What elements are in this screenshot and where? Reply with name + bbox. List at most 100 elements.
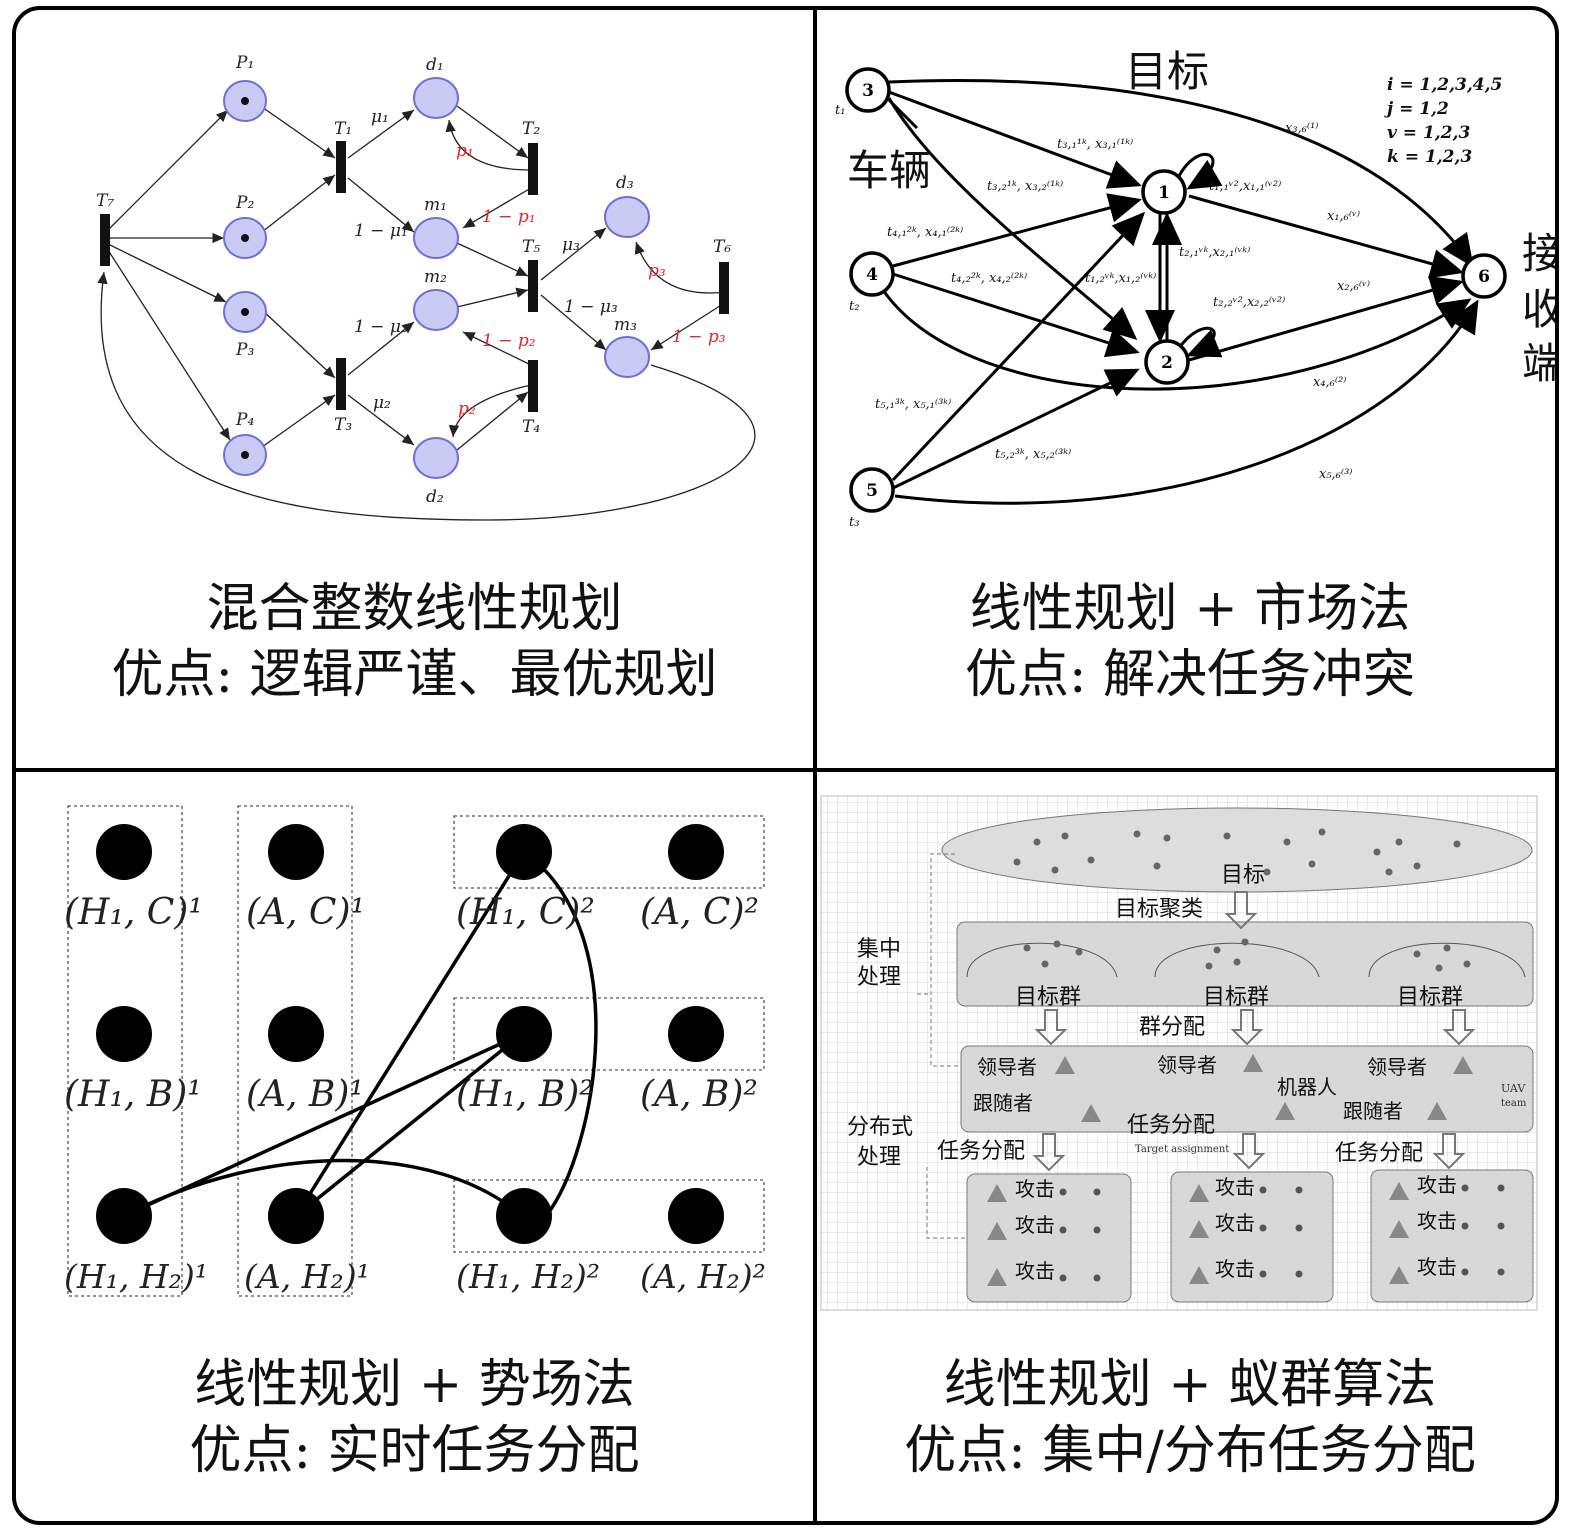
edge-2-6: x₂,₆⁽ᵛ⁾ bbox=[1337, 279, 1370, 294]
label-1-p3: 1 − p₃ bbox=[672, 327, 726, 347]
label-1-p2: 1 − p₂ bbox=[482, 331, 536, 351]
node-1-label: 1 bbox=[1158, 183, 1170, 203]
label-p3: P₃ bbox=[235, 340, 254, 360]
label-p1: P₁ bbox=[235, 53, 254, 73]
target-text: 目标 bbox=[1221, 863, 1265, 888]
t1-label: t₁ bbox=[835, 103, 845, 118]
receiver-label-3: 端 bbox=[1522, 339, 1559, 388]
task-alloc-center: 任务分配 bbox=[1127, 1113, 1215, 1138]
transition-t7 bbox=[100, 214, 110, 266]
distributed-1: 分布式 bbox=[847, 1115, 913, 1140]
label-h1h2-1: (H₁, H₂)¹ bbox=[64, 1257, 208, 1296]
node-h1h2-2 bbox=[496, 1188, 552, 1244]
task-alloc-right: 任务分配 bbox=[1335, 1141, 1423, 1166]
j-set: j = 1,2 bbox=[1384, 99, 1449, 119]
edge-2-1: t₂,₁ᵛᵏ,x₂,₁⁽ᵛᵏ⁾ bbox=[1179, 245, 1250, 260]
label-1-p1: 1 − p₁ bbox=[482, 207, 536, 227]
k-set: k = 1,2,3 bbox=[1387, 147, 1472, 167]
label-h1b-2: (H₁, B)² bbox=[456, 1074, 594, 1115]
edge-3-1: t₃,₁¹ᵏ, x₃,₁⁽¹ᵏ⁾ bbox=[1057, 137, 1133, 152]
task-alloc-left: 任务分配 bbox=[937, 1139, 1025, 1164]
place-m2 bbox=[413, 289, 459, 331]
edge-1-6: x₁,₆⁽ᵛ⁾ bbox=[1327, 209, 1360, 224]
label-1-mu1: 1 − μ₁ bbox=[354, 221, 408, 241]
leader-1: 领导者 bbox=[977, 1055, 1037, 1079]
edge-5-6: x₅,₆⁽³⁾ bbox=[1319, 467, 1352, 482]
node-6 bbox=[1461, 253, 1507, 299]
caption-advantage: 优点: 实时任务分配 bbox=[189, 1421, 640, 1481]
target-assignment-text: Target assignment bbox=[1135, 1144, 1229, 1155]
transition-t6 bbox=[719, 262, 729, 314]
leader-2: 领导者 bbox=[1157, 1053, 1217, 1077]
label-d2: d₂ bbox=[426, 487, 444, 507]
v-set: v = 1,2,3 bbox=[1387, 123, 1470, 143]
attack-3-3: 攻击 bbox=[1417, 1255, 1457, 1279]
label-mu2: μ₂ bbox=[373, 393, 391, 413]
label-p1-red: p₁ bbox=[456, 141, 474, 161]
target-label: 目标 bbox=[1125, 47, 1209, 96]
node-ac-2 bbox=[668, 824, 724, 880]
t2-label: t₂ bbox=[849, 299, 859, 314]
caption-top-right: 线性规划 + 市场法 优点: 解决任务冲突 bbox=[817, 576, 1555, 708]
label-d1: d₁ bbox=[426, 55, 444, 75]
i-set: i = 1,2,3,4,5 bbox=[1387, 75, 1502, 95]
edge-4-2: t₄,₂²ᵏ, x₄,₂⁽²ᵏ⁾ bbox=[951, 271, 1027, 286]
node-h1c-2 bbox=[496, 824, 552, 880]
node-4 bbox=[849, 251, 895, 297]
receiver-label-2: 收 bbox=[1522, 285, 1559, 334]
node-ab-1 bbox=[268, 1006, 324, 1062]
label-1-mu3: 1 − μ₃ bbox=[564, 297, 618, 317]
group-alloc-text: 群分配 bbox=[1139, 1015, 1205, 1040]
edge-3-6: x₃,₆⁽¹⁾ bbox=[1285, 121, 1318, 136]
node-h1b-1 bbox=[96, 1006, 152, 1062]
attack-2-3: 攻击 bbox=[1215, 1257, 1255, 1281]
label-h1h2-2: (H₁, H₂)² bbox=[456, 1257, 600, 1296]
node-5 bbox=[849, 467, 895, 513]
label-h1c-1: (H₁, C)¹ bbox=[64, 892, 203, 933]
label-p2: P₂ bbox=[235, 193, 254, 213]
label-t1: T₁ bbox=[334, 119, 352, 139]
place-d3 bbox=[604, 196, 650, 238]
attack-1-3: 攻击 bbox=[1015, 1259, 1055, 1283]
attack-2-2: 攻击 bbox=[1215, 1211, 1255, 1235]
figure-frame: P₁ P₂ P₃ P₄ T₇ T₁ T₃ T₂ T₅ T₄ T₆ d₁ m₁ m… bbox=[12, 6, 1559, 1525]
distributed-2: 处理 bbox=[857, 1145, 901, 1170]
edge-5-1: t₅,₁³ᵏ, x₅,₁⁽³ᵏ⁾ bbox=[875, 397, 951, 412]
ant-colony-diagram: 目标 目标聚类 目标群 目标群 目标群 群分配 集中 处理 bbox=[820, 795, 1538, 1311]
robot-text: 机器人 bbox=[1277, 1075, 1337, 1099]
label-mu3: μ₃ bbox=[562, 235, 580, 255]
label-ac-1: (A, C)¹ bbox=[246, 892, 365, 933]
attack-1-1: 攻击 bbox=[1015, 1177, 1055, 1201]
label-ac-2: (A, C)² bbox=[640, 892, 759, 933]
place-d2 bbox=[413, 437, 459, 479]
transition-t4 bbox=[528, 360, 538, 412]
node-3 bbox=[845, 67, 891, 113]
node-h1h2-1 bbox=[96, 1188, 152, 1244]
caption-top-left: 混合整数线性规划 优点: 逻辑严谨、最优规划 bbox=[16, 576, 813, 708]
transition-t3 bbox=[336, 358, 346, 410]
label-t7: T₇ bbox=[96, 191, 114, 211]
label-t5: T₅ bbox=[522, 237, 540, 257]
follower-1: 跟随者 bbox=[973, 1091, 1033, 1115]
label-mu1: μ₁ bbox=[371, 107, 389, 127]
caption-bottom-left: 线性规划 + 势场法 优点: 实时任务分配 bbox=[16, 1352, 813, 1484]
label-ah2-1: (A, H₂)¹ bbox=[244, 1257, 370, 1296]
uav-team-text: UAV bbox=[1501, 1082, 1526, 1095]
target-group-3: 目标群 bbox=[1397, 985, 1463, 1010]
node-ah2-2 bbox=[668, 1188, 724, 1244]
vehicle-label: 车辆 bbox=[847, 146, 931, 195]
edge-1-1: t₁,₁ᵛ²,x₁,₁⁽ᵛ²⁾ bbox=[1209, 179, 1281, 194]
node-2-label: 2 bbox=[1161, 353, 1173, 373]
cluster-text: 目标聚类 bbox=[1115, 897, 1203, 922]
caption-title: 线性规划 + 蚁群算法 bbox=[943, 1355, 1437, 1415]
node-ac-1 bbox=[268, 824, 324, 880]
edge-4-6: x₄,₆⁽²⁾ bbox=[1313, 375, 1346, 390]
label-m1: m₁ bbox=[424, 195, 447, 215]
label-h1c-2: (H₁, C)² bbox=[456, 892, 595, 933]
centralized-1: 集中 bbox=[857, 937, 901, 962]
label-ab-1: (A, B)¹ bbox=[246, 1074, 364, 1115]
follower-3: 跟随者 bbox=[1343, 1099, 1403, 1123]
centralized-2: 处理 bbox=[857, 965, 901, 990]
node-ab-2 bbox=[668, 1006, 724, 1062]
place-d1 bbox=[413, 77, 459, 119]
